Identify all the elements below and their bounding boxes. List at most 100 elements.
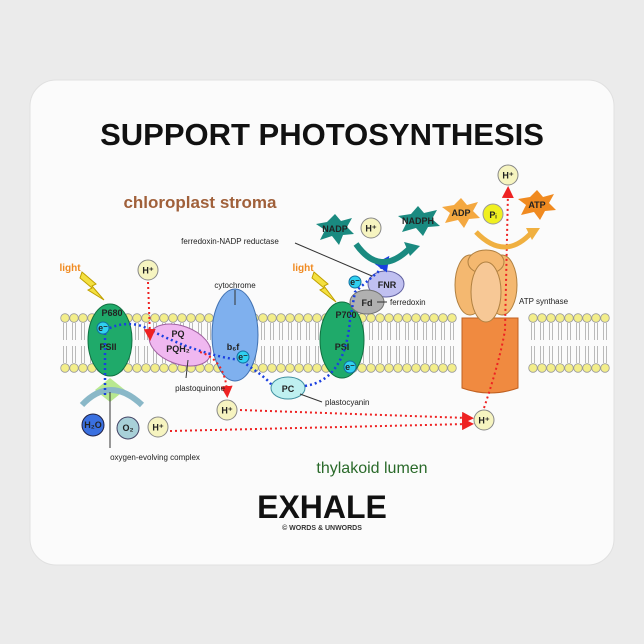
lipid-head: [168, 313, 178, 323]
svg-text:H⁺: H⁺: [221, 406, 232, 416]
plastocyanin-label: plastocyanin: [325, 398, 369, 407]
pq-label: PQ: [171, 329, 184, 339]
lipid-head: [573, 363, 583, 373]
electron-path: [103, 262, 385, 395]
svg-text:H⁺: H⁺: [502, 171, 513, 181]
atp-arrow: [474, 230, 534, 250]
lipid-head: [600, 313, 610, 323]
b6f-label: b₆f: [227, 342, 241, 352]
lipid-head: [258, 313, 268, 323]
psii-label: PSII: [99, 342, 116, 352]
lipid-head: [204, 313, 214, 323]
lipid-head: [393, 313, 403, 323]
lipid-head: [312, 363, 322, 373]
svg-text:H⁺: H⁺: [142, 266, 153, 276]
svg-text:e⁻: e⁻: [350, 277, 360, 287]
lipid-head: [411, 313, 421, 323]
lipid-head: [132, 313, 142, 323]
nadp-arrow: [353, 242, 413, 266]
lumen-label: thylakoid lumen: [316, 460, 427, 477]
lipid-head: [402, 363, 412, 373]
o2-molecule: O₂: [116, 416, 140, 440]
lipid-head: [438, 313, 448, 323]
atp-arrowhead: [526, 228, 540, 240]
atp-star: ATP: [518, 190, 556, 220]
svg-text:H₂O: H₂O: [84, 420, 102, 430]
lipid-head: [528, 313, 538, 323]
lipid-head: [555, 313, 565, 323]
lipid-head: [411, 363, 421, 373]
proton-h-plus: H⁺: [497, 164, 519, 186]
nadp-arrowhead: [404, 242, 420, 256]
p700-label: P700: [335, 310, 356, 320]
lipid-head: [294, 363, 304, 373]
lipid-head: [420, 313, 430, 323]
lightning-icon-psi: [311, 271, 337, 303]
svg-text:O₂: O₂: [123, 423, 134, 433]
lipid-head: [384, 313, 394, 323]
electron-b6f: e⁻: [236, 350, 250, 364]
pc-text: PC: [282, 384, 295, 394]
lipid-head: [582, 313, 592, 323]
adp-star: ADP: [442, 198, 480, 228]
lipid-head: [600, 363, 610, 373]
p680-label: P680: [101, 308, 122, 318]
proton-h-plus: H⁺: [137, 259, 159, 281]
lipid-head: [285, 313, 295, 323]
lipid-head: [546, 363, 556, 373]
lipid-head: [303, 363, 313, 373]
lipid-head: [438, 363, 448, 373]
lipid-head: [375, 313, 385, 323]
pqh2-label: PQH₂: [166, 344, 190, 354]
copyright: © WORDS & UNWORDS: [282, 524, 362, 532]
lipid-head: [150, 313, 160, 323]
lipid-head: [402, 313, 412, 323]
electron-psii: e⁻: [96, 321, 110, 335]
lipid-head: [258, 363, 268, 373]
proton-group: H⁺ H⁺ H⁺ H⁺ H⁺ H⁺: [137, 164, 519, 438]
nadp-star: NADP: [316, 214, 354, 245]
fnr-label: ferredoxin-NADP reductase: [181, 237, 279, 246]
water-split-arrow: [79, 387, 145, 408]
lipid-head: [528, 363, 538, 373]
svg-text:ATP: ATP: [528, 200, 545, 210]
exhale-subtitle: EXHALE: [257, 489, 387, 525]
nadph-star: NADPH: [398, 206, 440, 236]
lipid-head: [177, 313, 187, 323]
lipid-head: [582, 363, 592, 373]
lipid-head: [429, 363, 439, 373]
svg-text:e⁻: e⁻: [345, 362, 355, 372]
lipid-head: [591, 313, 601, 323]
lipid-head: [447, 313, 457, 323]
atp-synthase: [454, 249, 519, 394]
lipid-head: [303, 313, 313, 323]
electron-psi: e⁻: [343, 360, 357, 374]
lipid-head: [285, 363, 295, 373]
lipid-head: [78, 363, 88, 373]
svg-text:e⁻: e⁻: [238, 352, 248, 362]
lipid-head: [429, 313, 439, 323]
lipid-head: [537, 313, 547, 323]
svg-text:H⁺: H⁺: [152, 423, 163, 433]
lipid-head: [384, 363, 394, 373]
lipid-head: [195, 313, 205, 323]
plastoquinone-label: plastoquinone: [175, 384, 225, 393]
svg-text:H⁺: H⁺: [365, 224, 376, 234]
lipid-head: [447, 363, 457, 373]
cytochrome-label: cytochrome: [214, 281, 256, 290]
lipid-head: [420, 363, 430, 373]
oec-label: oxygen-evolving complex: [110, 453, 200, 462]
lipid-head: [168, 363, 178, 373]
stroma-label: chloroplast stroma: [123, 193, 277, 212]
lipid-head: [573, 313, 583, 323]
lipid-head: [555, 363, 565, 373]
title: SUPPORT PHOTOSYNTHESIS: [100, 117, 544, 152]
proton-h-plus: H⁺: [360, 217, 382, 239]
atp-synthase-label: ATP synthase: [519, 297, 569, 306]
lipid-head: [276, 363, 286, 373]
lipid-head: [537, 363, 547, 373]
proton-h-plus: H⁺: [473, 409, 495, 431]
ferredoxin-label: ferredoxin: [390, 298, 426, 307]
lipid-head: [159, 313, 169, 323]
pi-circle: Pᵢ: [482, 203, 504, 225]
